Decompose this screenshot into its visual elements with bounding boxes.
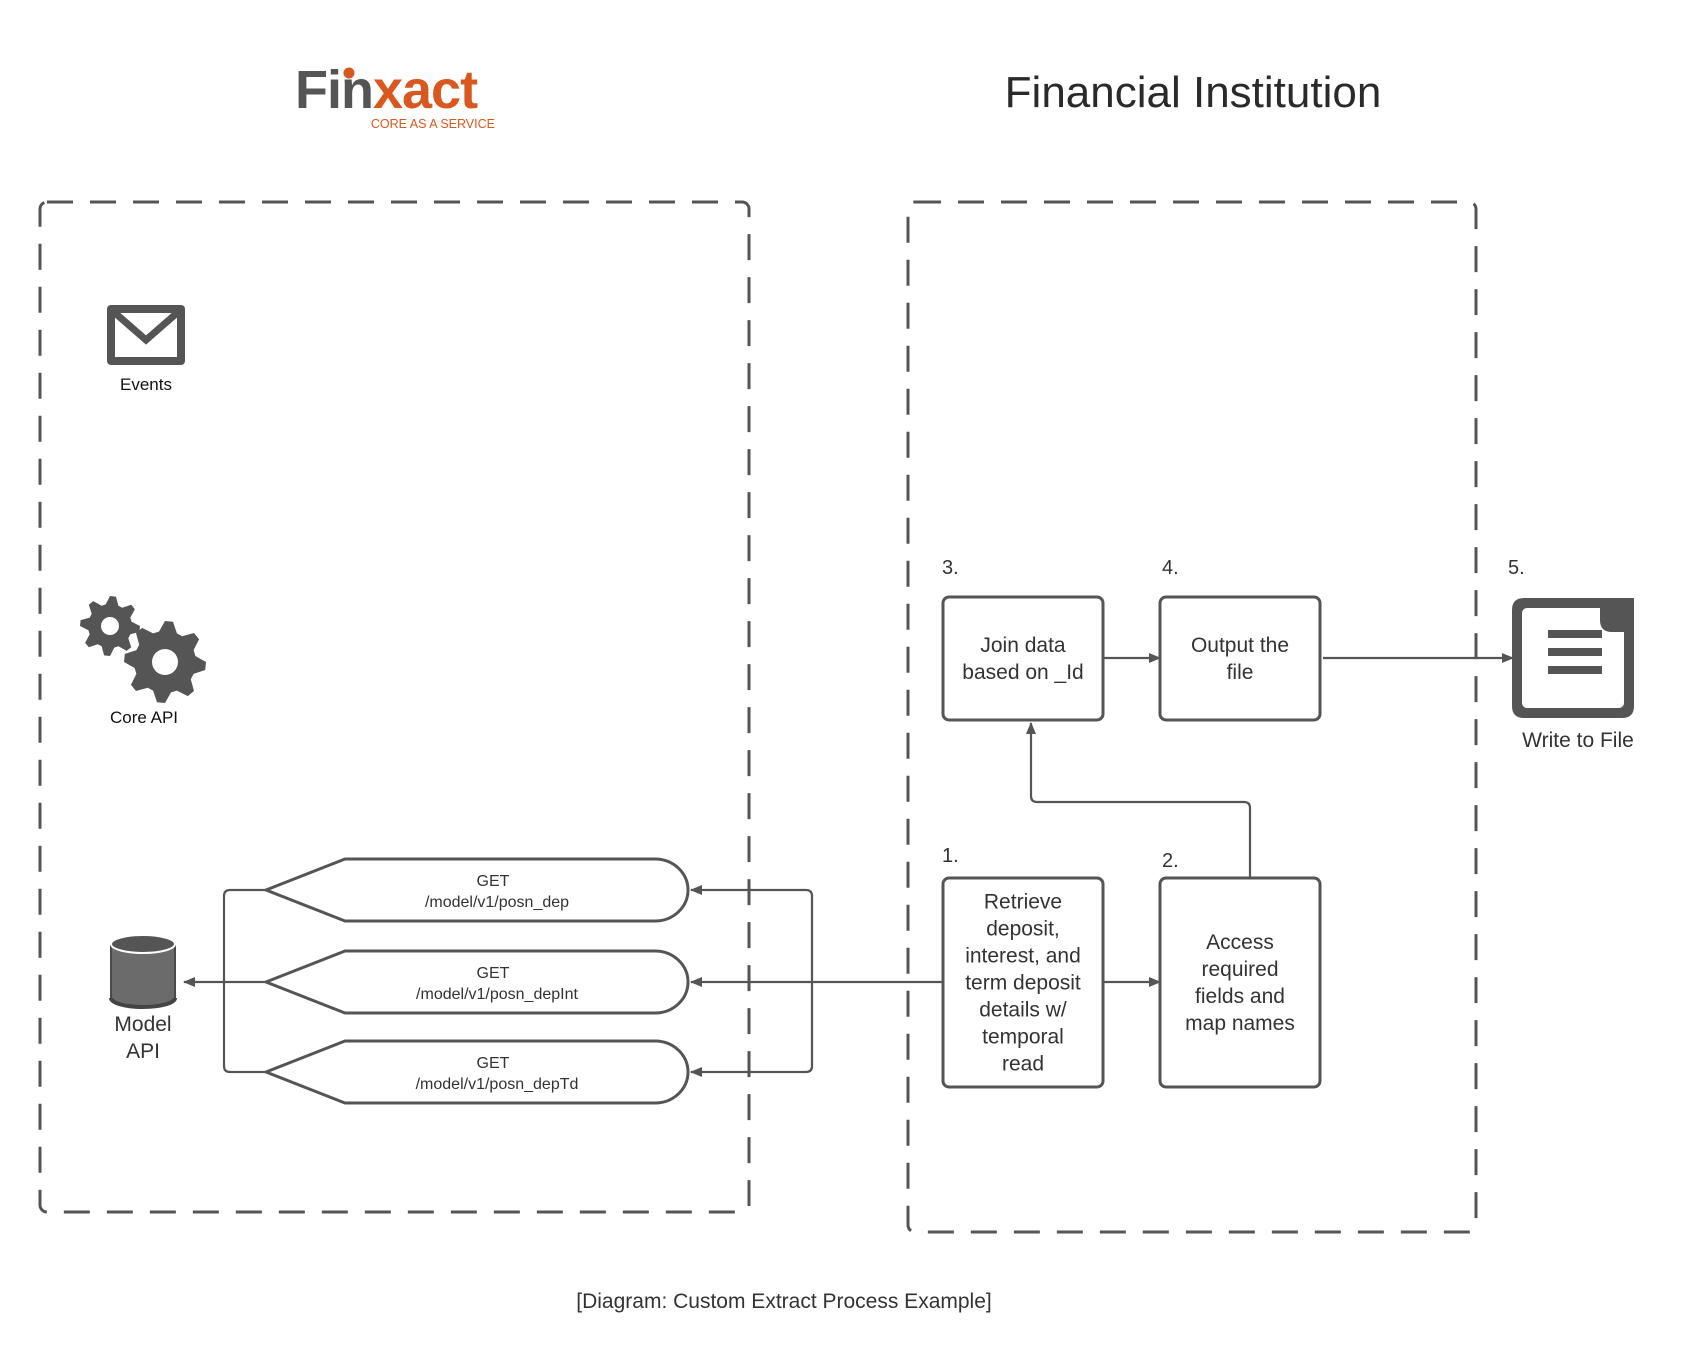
- step-number: 3.: [942, 557, 959, 579]
- step-text-line: Access: [1206, 931, 1274, 954]
- events-label: Events: [120, 375, 172, 394]
- endpoint-outline: [261, 1039, 690, 1105]
- write-to-file-label: Write to File: [1522, 729, 1634, 752]
- model-api-node[interactable]: Model API: [109, 934, 177, 1063]
- logo-xact: xact: [373, 60, 478, 120]
- step-text-line: Retrieve: [984, 891, 1062, 914]
- endpoint-outline: [261, 949, 690, 1015]
- database-icon: [109, 934, 177, 1009]
- step-text-line: deposit,: [986, 918, 1060, 941]
- logo-tagline: CORE AS A SERVICE: [371, 117, 495, 131]
- step-text-line: details w/: [979, 999, 1067, 1022]
- step-text-line: temporal: [982, 1026, 1064, 1049]
- step-1[interactable]: 1. Retrieve deposit, interest, and term depo…: [941, 845, 1105, 1089]
- step-4[interactable]: 4. Output the file: [1158, 557, 1322, 722]
- model-api-label-line1: Model: [114, 1013, 171, 1036]
- step-3[interactable]: 3. Join data based on _Id: [941, 557, 1105, 722]
- core-api-label: Core API: [110, 708, 178, 727]
- step-text-line: read: [1002, 1053, 1044, 1076]
- endpoint-shape[interactable]: GET/model/v1/posn_dep: [261, 857, 690, 923]
- step-text-line: Join data: [980, 634, 1066, 657]
- finxact-zone-border: [38, 200, 751, 1214]
- endpoint-path: /model/v1/posn_depInt: [416, 986, 578, 1003]
- gears-icon: [80, 596, 206, 703]
- step-text-line: interest, and: [965, 945, 1081, 968]
- step-box: [941, 595, 1105, 722]
- fanout-bracket-lower: [805, 984, 814, 1074]
- endpoint-outline: [261, 857, 690, 923]
- endpoint-path: /model/v1/posn_depTd: [416, 1076, 579, 1093]
- svg-text:Finxact: Finxact: [295, 60, 478, 120]
- endpoint-shape[interactable]: GET/model/v1/posn_depInt: [261, 949, 690, 1015]
- model-api-label-line2: API: [126, 1040, 160, 1063]
- institution-zone-border: [906, 200, 1478, 1234]
- endpoint-method: GET: [477, 1055, 510, 1072]
- arrow-step2-to-step3: [1026, 722, 1252, 878]
- endpoint-path: /model/v1/posn_dep: [425, 894, 569, 911]
- small-gear-hole: [101, 617, 119, 635]
- fanout-bracket: [805, 888, 814, 984]
- step-text-line: required: [1201, 958, 1278, 981]
- step-text-line: file: [1227, 661, 1254, 684]
- core-api-node[interactable]: Core API: [80, 596, 206, 727]
- step-number: 4.: [1162, 557, 1179, 579]
- logo-fin: Fin: [295, 60, 373, 120]
- step-number: 2.: [1162, 850, 1179, 872]
- events-node[interactable]: Events: [107, 305, 185, 394]
- step-text-line: map names: [1185, 1012, 1295, 1035]
- step-text-line: term deposit: [965, 972, 1081, 995]
- file-icon: [1512, 598, 1634, 718]
- write-to-file-node[interactable]: Write to File: [1512, 598, 1634, 752]
- step-text-line: fields and: [1195, 985, 1285, 1008]
- step-box: [1158, 876, 1322, 1089]
- step-number: 5.: [1508, 557, 1525, 579]
- step-text-line: Output the: [1191, 634, 1289, 657]
- step-number: 1.: [942, 845, 959, 867]
- envelope-icon: [107, 305, 185, 365]
- endpoint-method: GET: [477, 873, 510, 890]
- logo-i-dot: [343, 67, 355, 79]
- large-gear-hole: [152, 649, 178, 675]
- endpoint-shape[interactable]: GET/model/v1/posn_depTd: [261, 1039, 690, 1105]
- endpoint-method: GET: [477, 965, 510, 982]
- institution-title: Financial Institution: [1005, 68, 1382, 117]
- step-text-line: based on _Id: [962, 661, 1083, 684]
- finxact-logo: Finxact CORE AS A SERVICE: [295, 60, 495, 131]
- diagram-caption: [Diagram: Custom Extract Process Example…: [576, 1290, 991, 1313]
- step-2[interactable]: 2. Access required fields and map names: [1158, 850, 1322, 1089]
- step-box: [1158, 595, 1322, 722]
